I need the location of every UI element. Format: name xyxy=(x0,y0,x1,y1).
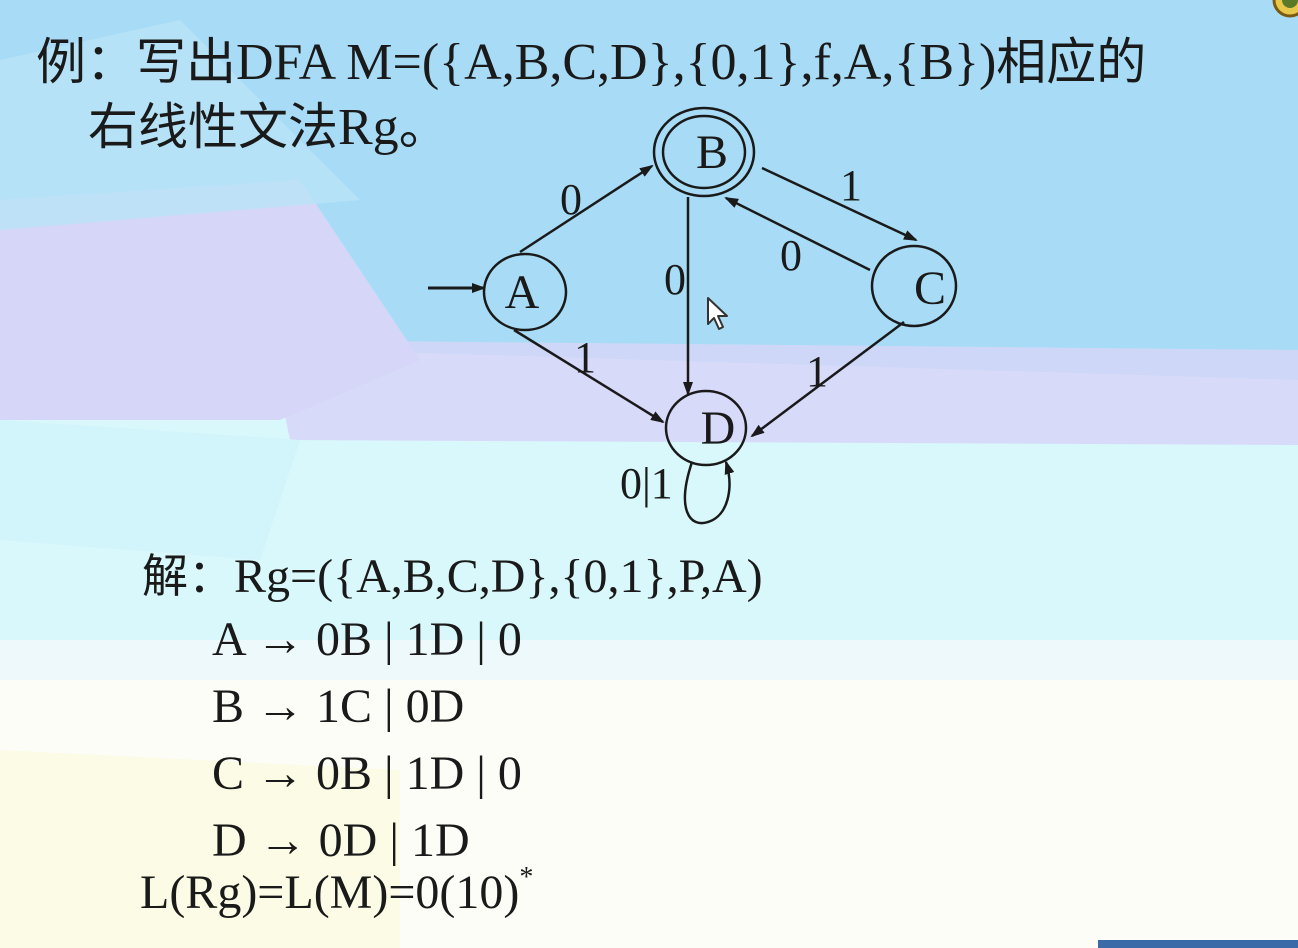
state-c: C xyxy=(870,244,958,328)
solution-heading: 解：Rg=({A,B,C,D},{0,1},P,A) xyxy=(142,540,763,606)
footer-strip xyxy=(1098,940,1298,948)
edge-a-d-label: 1 xyxy=(574,333,596,382)
state-c-label: C xyxy=(914,262,946,315)
rule-a: A → 0B | 1D | 0 xyxy=(212,613,522,666)
edge-a-d xyxy=(513,328,665,424)
state-a: A xyxy=(482,252,568,332)
grammar-name: Rg xyxy=(338,99,399,156)
state-d-label: D xyxy=(701,402,736,455)
edge-d-d-label: 0|1 xyxy=(620,459,673,508)
kleene-star: * xyxy=(519,862,534,893)
state-b-label: B xyxy=(696,126,728,179)
edge-b-c xyxy=(761,166,918,242)
rule-c: C → 0B | 1D | 0 xyxy=(212,747,522,800)
title-line1-suffix: 相应的 xyxy=(996,33,1147,91)
edge-c-b-label: 0 xyxy=(780,231,802,280)
mouse-cursor-icon xyxy=(707,297,728,330)
language-equation: L(Rg)=L(M)=0(10)* xyxy=(140,862,533,920)
dfa-definition: DFA M=({A,B,C,D},{0,1},f,A,{B}) xyxy=(236,34,997,91)
edge-b-c-label: 1 xyxy=(840,161,862,210)
state-b: B xyxy=(652,106,756,198)
edge-d-d-loop xyxy=(683,460,735,525)
slide-title: 例：写出DFA M=({A,B,C,D},{0,1},f,A,{B})相应的 右… xyxy=(36,30,1146,160)
edge-c-d-label: 1 xyxy=(806,347,828,396)
rule-d: D → 0D | 1D xyxy=(212,814,470,867)
edge-a-b xyxy=(519,164,654,254)
grammar-definition: Rg=({A,B,C,D},{0,1},P,A) xyxy=(234,550,763,603)
edge-c-d xyxy=(750,321,905,438)
corner-emblem-icon xyxy=(1272,0,1298,18)
state-d: D xyxy=(664,389,748,467)
rule-b: B → 1C | 0D xyxy=(212,680,465,733)
language-expression: L(Rg)=L(M)=0(10) xyxy=(140,866,520,919)
edge-a-b-label: 0 xyxy=(560,175,582,224)
production-rules: A → 0B | 1D | 0 B → 1C | 0D C → 0B | 1D … xyxy=(212,606,522,874)
title-line2-text: 右线性文法 xyxy=(88,98,338,156)
state-a-label: A xyxy=(505,266,540,319)
title-line2-suffix: 。 xyxy=(398,98,449,156)
example-prefix: 例： xyxy=(36,33,136,91)
edge-b-d-label: 0 xyxy=(664,255,686,304)
solution-prefix: 解： xyxy=(142,549,234,603)
title-line1-text: 写出 xyxy=(136,33,236,91)
edge-c-b xyxy=(724,196,871,272)
